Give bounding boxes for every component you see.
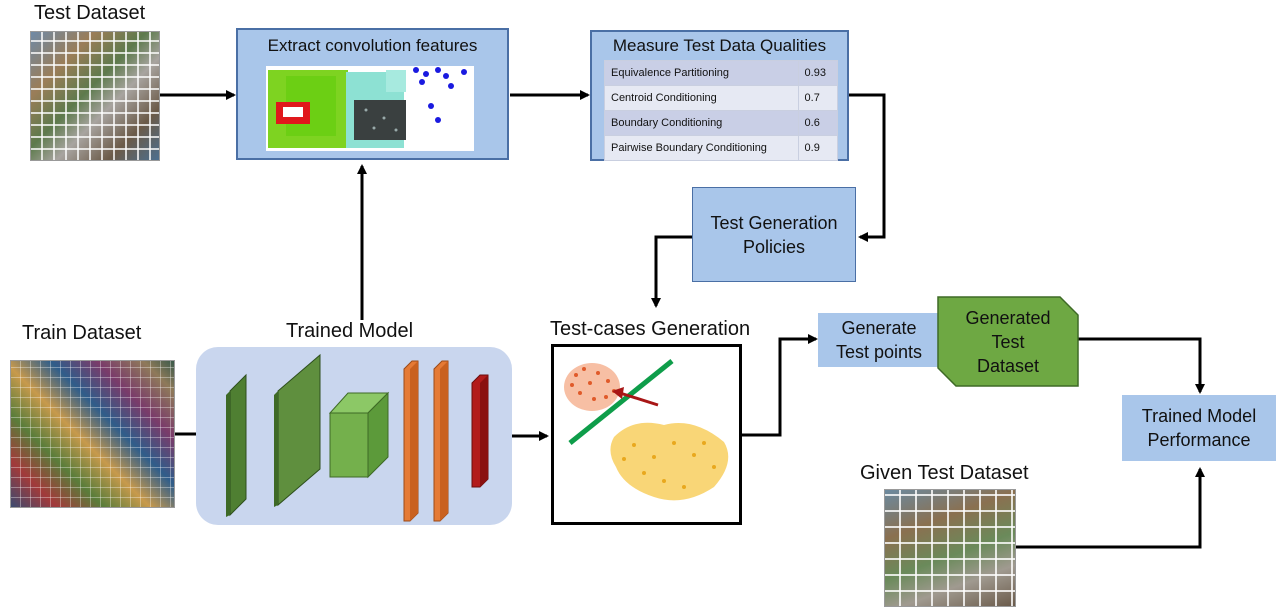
- test-dataset-label: Test Dataset: [34, 2, 146, 24]
- generate-line-2: Test points: [835, 342, 923, 362]
- extract-features-box: Extract convolution features: [236, 28, 509, 160]
- table-row: Centroid Conditioning 0.7: [604, 85, 839, 111]
- generate-line-1: Generate: [841, 318, 917, 338]
- generated-line-1: Generated: [965, 307, 1051, 328]
- measure-qualities-title: Measure Test Data Qualities: [612, 36, 827, 55]
- test-generation-policies-box: Test Generation Policies: [692, 187, 856, 282]
- conv-layer: [277, 353, 321, 507]
- table-row: Boundary Conditioning 0.6: [604, 110, 839, 136]
- policies-line-2: Policies: [742, 236, 806, 257]
- quality-name: Pairwise Boundary Conditioning: [604, 135, 799, 161]
- qualities-table: Equivalence Partitioning 0.93 Centroid C…: [604, 60, 839, 161]
- train-dataset-label: Train Dataset: [22, 322, 142, 344]
- generated-line-3: Dataset: [976, 355, 1040, 376]
- table-row: Equivalence Partitioning 0.93: [604, 60, 839, 86]
- quality-value: 0.93: [797, 60, 839, 86]
- quality-value: 0.7: [797, 85, 839, 111]
- conv-layer: [229, 373, 247, 517]
- test-cases-generation-label: Test-cases Generation: [550, 318, 751, 340]
- quality-value: 0.6: [797, 110, 839, 136]
- extract-features-title: Extract convolution features: [267, 36, 478, 55]
- generated-dataset-shape: [937, 296, 1079, 387]
- model-container: [196, 347, 512, 525]
- shift-arrow: [619, 391, 659, 407]
- train-dataset-image-grid: [10, 360, 175, 508]
- quality-name: Boundary Conditioning: [604, 110, 799, 136]
- given-test-dataset-image-grid: [884, 489, 1016, 607]
- test-cases-scatter: [564, 359, 729, 501]
- quality-name: Equivalence Partitioning: [604, 60, 799, 86]
- arrow-generation-to-generate: [742, 334, 818, 437]
- generated-line-2: Test: [991, 331, 1025, 352]
- performance-line-2: Performance: [1147, 430, 1251, 450]
- pool-cube: [329, 412, 369, 478]
- generated-test-dataset-box: Generated Test Dataset: [936, 295, 1080, 388]
- generate-test-points-box: Generate Test points: [818, 313, 940, 367]
- test-cases-plot-frame: [551, 344, 742, 525]
- quality-name: Centroid Conditioning: [604, 85, 799, 111]
- table-row: Pairwise Boundary Conditioning 0.9: [604, 135, 839, 161]
- quality-value: 0.9: [797, 135, 839, 161]
- measure-qualities-box: Measure Test Data Qualities Equivalence …: [590, 30, 849, 161]
- arrow-policies-to-generation: [651, 235, 692, 308]
- feature-scatter-plot: [266, 66, 474, 151]
- arrow-measure-to-policies: [849, 93, 886, 242]
- arrow-generated-to-performance: [1078, 337, 1205, 394]
- trained-model-performance-box: Trained Model Performance: [1122, 395, 1276, 461]
- decision-boundary: [568, 359, 674, 445]
- arrow-given-to-performance: [1016, 467, 1205, 549]
- trained-model-label: Trained Model: [286, 320, 414, 342]
- test-dataset-image-grid: [30, 31, 160, 161]
- performance-line-1: Trained Model: [1141, 406, 1257, 426]
- policies-line-1: Test Generation: [710, 212, 838, 233]
- given-test-dataset-label: Given Test Dataset: [860, 462, 1029, 484]
- cnn-architecture: [226, 353, 489, 522]
